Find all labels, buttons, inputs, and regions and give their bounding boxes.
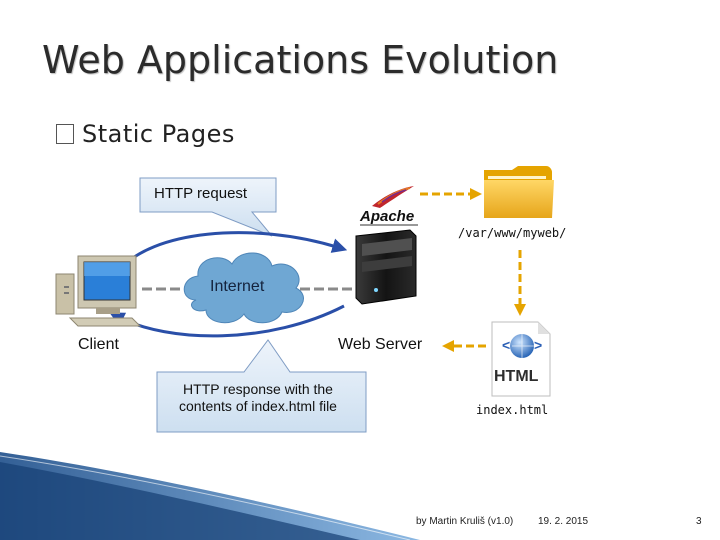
server-tower-icon xyxy=(355,229,417,305)
html-file-icon: < > xyxy=(491,321,551,397)
footer-date: 19. 2. 2015 xyxy=(538,516,589,527)
footer-author: by Martin Kruliš (v1.0) xyxy=(416,516,514,527)
web-server-label: Web Server xyxy=(338,336,423,353)
svg-text:<: < xyxy=(502,337,510,353)
http-response-callout xyxy=(156,339,367,433)
svg-text:>: > xyxy=(534,337,542,353)
slide-title: Web Applications Evolution xyxy=(42,38,559,82)
bullet-box-icon xyxy=(56,124,74,144)
internet-label: Internet xyxy=(210,278,265,295)
http-request-label: HTTP request xyxy=(154,185,248,202)
file-name-label: index.html xyxy=(476,403,549,417)
client-label: Client xyxy=(78,336,119,353)
bullet-item-static-pages: Static Pages xyxy=(56,120,235,148)
bullet-text: Static Pages xyxy=(82,120,235,148)
http-response-label-line2: contents of index.html file xyxy=(179,398,337,414)
apache-logo xyxy=(360,186,418,226)
html-icon-text: HTML xyxy=(494,368,539,385)
decorative-corner-band xyxy=(0,452,420,540)
folder-icon xyxy=(484,166,554,218)
apache-logo-text: Apache xyxy=(360,208,415,225)
footer-page-number: 3 xyxy=(696,516,702,527)
internet-cloud-icon xyxy=(183,252,304,324)
folder-path-label: /var/www/myweb/ xyxy=(458,226,567,240)
client-computer-icon xyxy=(55,255,142,327)
http-response-label-line1: HTTP response with the xyxy=(183,381,333,397)
http-request-callout xyxy=(139,177,277,237)
